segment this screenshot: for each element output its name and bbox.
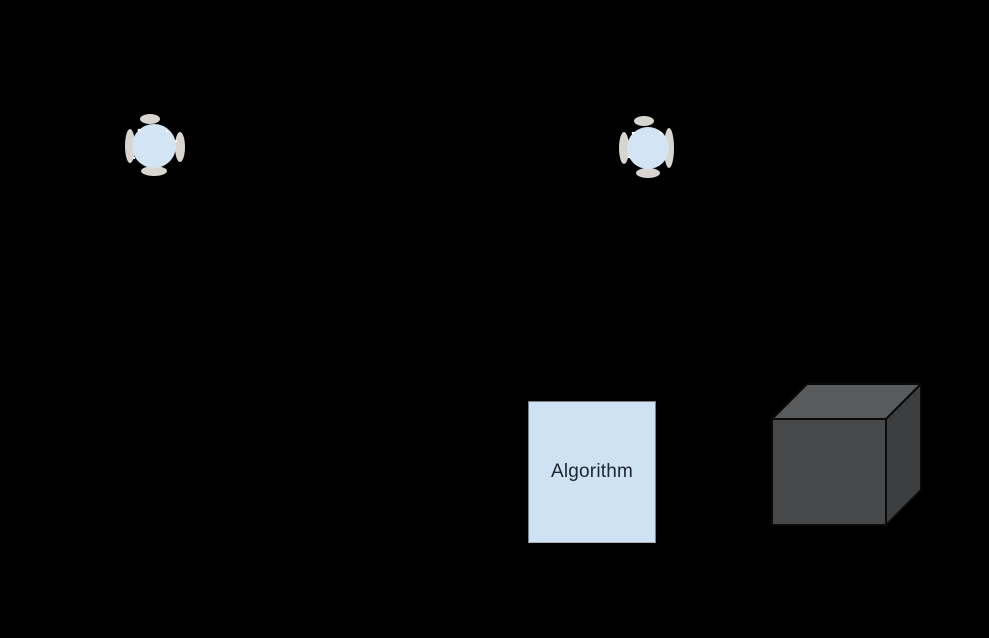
data-node-icon-left <box>125 114 185 176</box>
black-box-cube-icon <box>771 383 922 526</box>
sparkle-dot <box>631 131 635 135</box>
sparkle-dot <box>627 155 631 159</box>
algorithm-label: Algorithm <box>550 461 634 482</box>
sparkle-dot <box>165 129 169 133</box>
sparkle-dot <box>137 128 141 132</box>
node-circle <box>132 124 176 168</box>
icon-fringe-left <box>125 129 135 163</box>
icon-fringe-bottom <box>141 166 167 176</box>
cube-front-face <box>771 418 887 526</box>
data-node-icon-right <box>619 116 674 178</box>
algorithm-box: Algorithm <box>528 401 656 543</box>
node-circle <box>627 127 669 169</box>
icon-fringe-right <box>175 132 185 162</box>
icon-fringe-top <box>634 116 654 126</box>
sparkle-dot <box>659 131 663 135</box>
icon-fringe-left <box>619 132 629 164</box>
sparkle-dot <box>174 139 178 143</box>
icon-fringe-top <box>140 114 160 124</box>
icon-fringe-bottom <box>636 168 660 178</box>
sparkle-dot <box>132 156 136 160</box>
